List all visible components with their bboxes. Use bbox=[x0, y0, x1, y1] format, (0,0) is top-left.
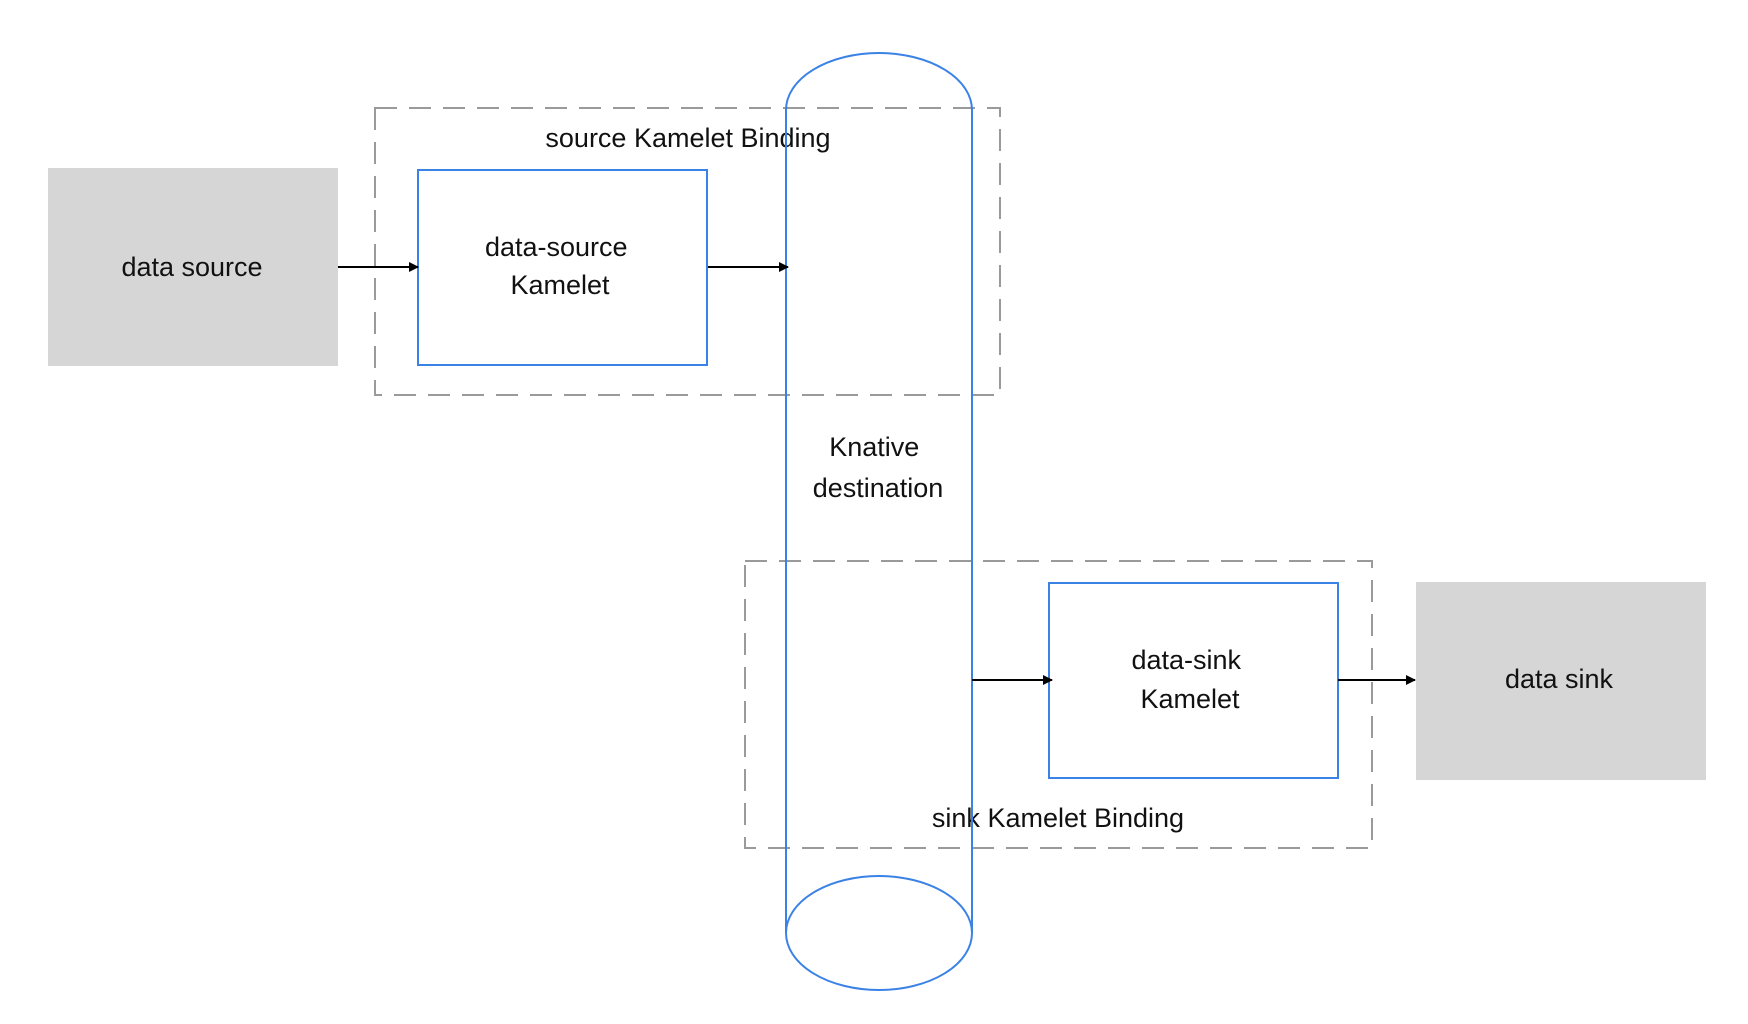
data-sink-kamelet-box bbox=[1048, 582, 1339, 779]
data-source-kamelet-label: data-source Kamelet bbox=[485, 232, 635, 300]
knative-label-line1: Knative bbox=[829, 432, 919, 462]
knative-destination-cylinder bbox=[785, 52, 973, 991]
data-source-box bbox=[48, 168, 338, 366]
sink-binding-group bbox=[744, 560, 1373, 849]
source-binding-group bbox=[374, 107, 1001, 396]
data-sink-kamelet-line1: data-sink bbox=[1131, 645, 1241, 675]
data-source-kamelet-line2: Kamelet bbox=[510, 270, 610, 300]
source-binding-label: source Kamelet Binding bbox=[545, 123, 830, 153]
data-source-kamelet-box bbox=[417, 169, 708, 366]
data-sink-box bbox=[1416, 582, 1706, 780]
data-sink-kamelet-line2: Kamelet bbox=[1140, 684, 1240, 714]
sink-binding-label: sink Kamelet Binding bbox=[932, 803, 1184, 833]
data-sink-label: data sink bbox=[1505, 664, 1614, 694]
data-source-kamelet-line1: data-source bbox=[485, 232, 628, 262]
data-sink-kamelet-label: data-sink Kamelet bbox=[1131, 645, 1248, 714]
knative-label-line2: destination bbox=[813, 473, 944, 503]
data-source-label: data source bbox=[121, 252, 262, 282]
knative-destination-label: Knative destination bbox=[813, 432, 944, 503]
